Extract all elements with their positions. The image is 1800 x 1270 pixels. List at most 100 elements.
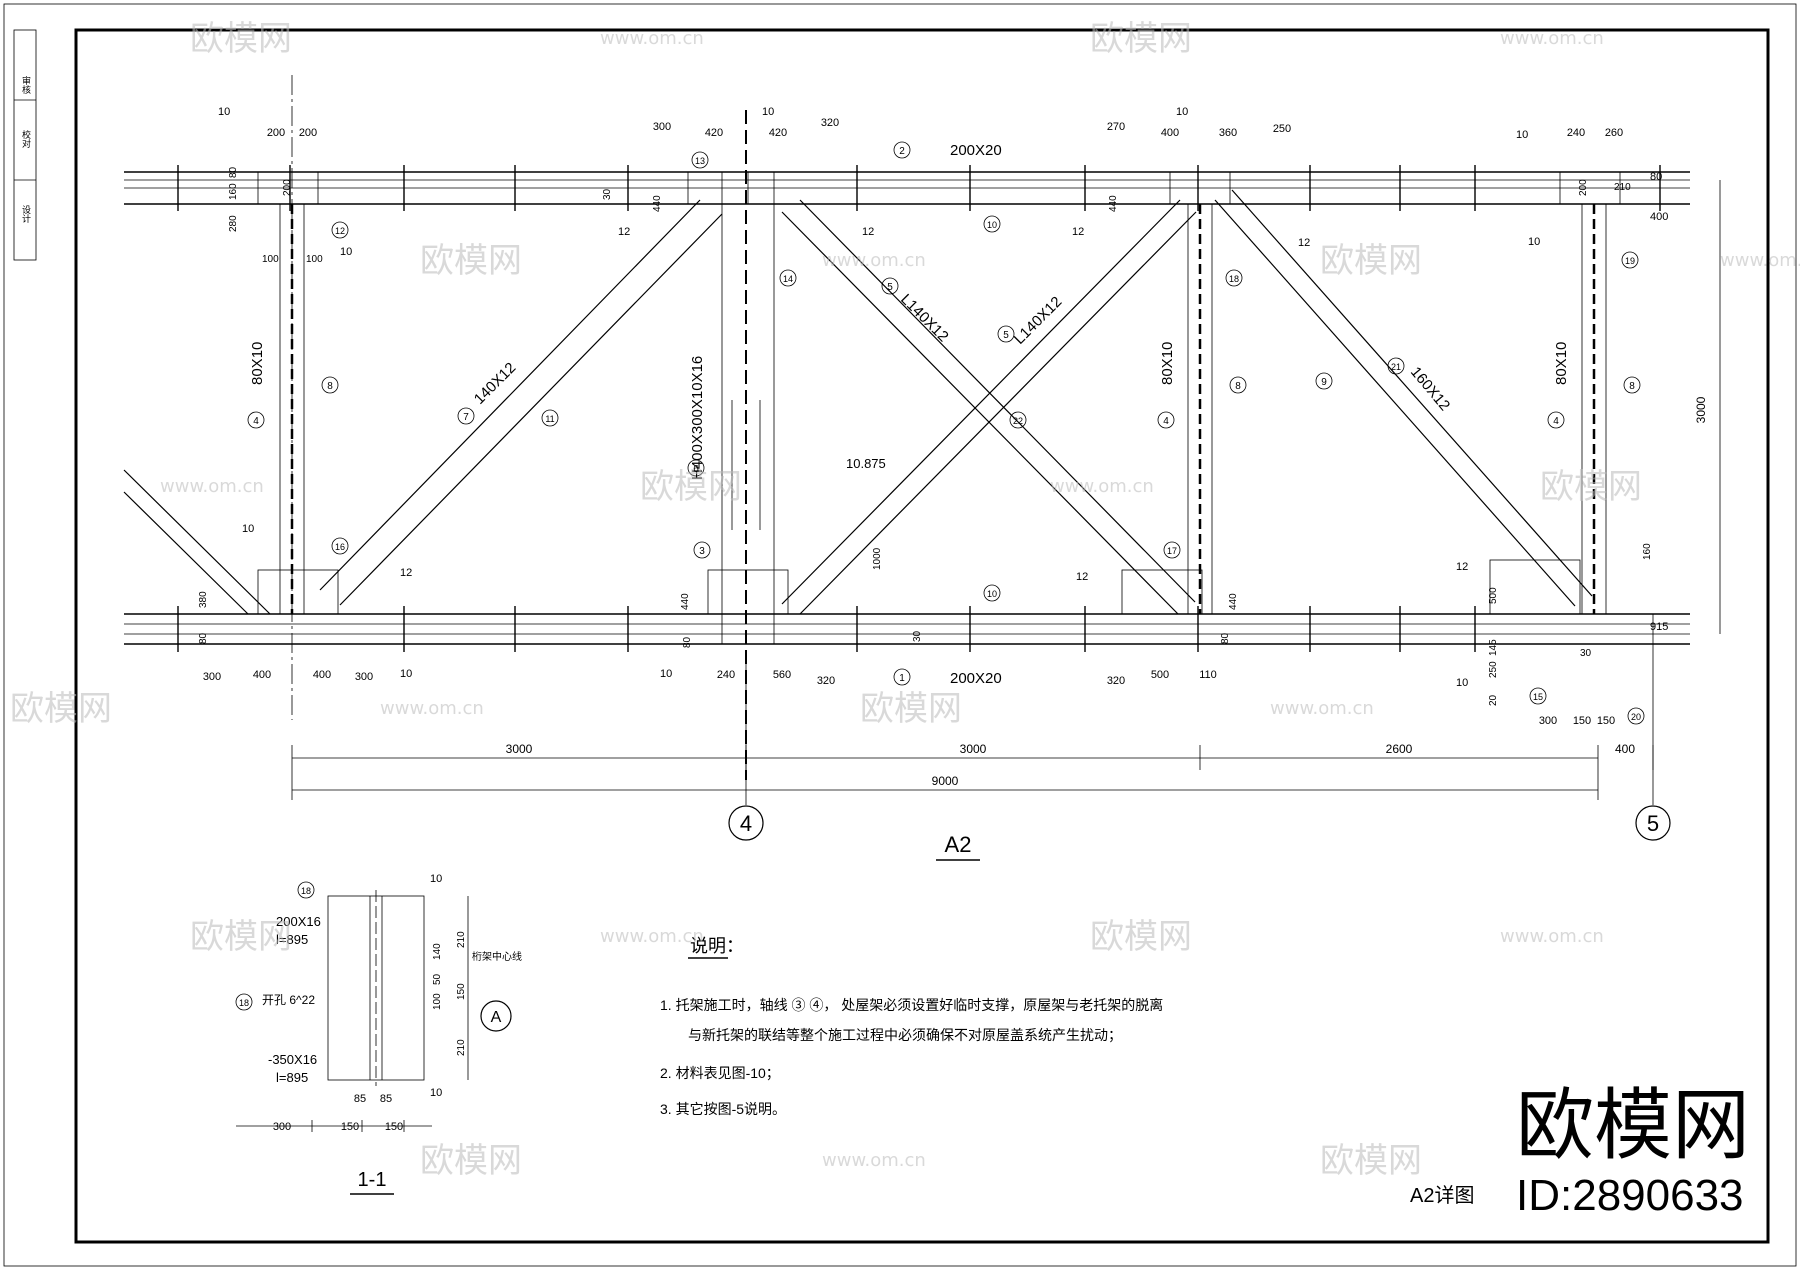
dim-bottom-right-1: 500 xyxy=(1151,669,1169,681)
section-dim-h5: 150 xyxy=(385,1121,403,1133)
svg-text:11: 11 xyxy=(545,414,554,424)
weld-4: 10 xyxy=(1516,129,1528,141)
section-dim-v6: 210 xyxy=(456,1039,467,1056)
title-block-cell-2: 校对 xyxy=(21,129,31,148)
member-bottom-chord: 200X20 xyxy=(950,670,1002,687)
dim-misc-8: 200 xyxy=(282,179,293,196)
dim-misc-25: 30 xyxy=(1580,648,1592,659)
section-plate1: 200X16 xyxy=(276,914,321,929)
balloon-17: 17 xyxy=(1163,541,1181,559)
svg-text:21: 21 xyxy=(1391,362,1401,372)
balloon-5a: 5 xyxy=(881,277,899,295)
diagonal-x-1 xyxy=(781,199,1196,615)
part-balloons: 1 2 3 4 4 4 5 5 6 7 8 8 8 9 10 10 11 12 … xyxy=(247,141,1645,725)
diagonal-right xyxy=(1214,189,1593,607)
svg-text:9: 9 xyxy=(1321,377,1327,388)
svg-text:1: 1 xyxy=(899,673,905,684)
watermark-site-5: www.om.cn xyxy=(160,476,264,497)
weld-1: 10 xyxy=(218,106,230,118)
dim-misc-17: 30 xyxy=(602,188,613,200)
svg-text:8: 8 xyxy=(1629,381,1635,392)
dim-total: 9000 xyxy=(932,774,959,788)
diagonal-far-left xyxy=(123,469,271,615)
weld-14: 12 xyxy=(400,567,412,579)
dim-misc-5: 280 xyxy=(228,215,239,232)
weld-symbols: 10 10 10 10 10 10 10 10 10 12 12 12 12 1… xyxy=(218,106,1540,689)
notes-heading: 说明： xyxy=(690,936,744,956)
weld-15: 12 xyxy=(1076,571,1088,583)
dim-top-left-1: 200 xyxy=(267,127,285,139)
weld-17: 10 xyxy=(1456,677,1468,689)
svg-text:A: A xyxy=(491,1009,502,1026)
dim-bottom-left-2: 400 xyxy=(313,669,331,681)
balloon-8c: 8 xyxy=(1623,376,1641,394)
note-1: 1. 托架施工时，轴线 ③ ④， 处屋架必须设置好临时支撑，原屋架与老托架的脱离 xyxy=(660,997,1163,1013)
section-plate2: -350X16 xyxy=(268,1052,317,1067)
dim-bottom-right-2: 110 xyxy=(1199,669,1217,681)
balloon-12: 12 xyxy=(331,221,349,239)
balloon-22: 22 xyxy=(1009,411,1027,429)
balloon-10b: 10 xyxy=(983,584,1001,602)
svg-text:18: 18 xyxy=(1229,274,1239,284)
dim-misc-22: 250 xyxy=(1488,661,1499,678)
balloon-18: 18 xyxy=(1225,269,1243,287)
svg-text:16: 16 xyxy=(335,542,345,552)
dim-bottom-far-1: 300 xyxy=(1539,715,1557,727)
weld-13: 12 xyxy=(1298,237,1310,249)
watermark-site-1: www.om.cn xyxy=(600,28,704,49)
dim-top-far-1: 240 xyxy=(1567,127,1585,139)
dim-misc-24: 80 xyxy=(1220,632,1231,644)
section-center-label: 桁架中心线 xyxy=(472,950,522,963)
svg-text:6: 6 xyxy=(693,464,699,475)
watermark-brand-7: 欧模网 xyxy=(10,689,112,729)
balloon-4c: 4 xyxy=(1547,411,1565,429)
member-diag-right: 160X12 xyxy=(1407,364,1453,415)
svg-text:13: 13 xyxy=(695,156,705,166)
dim-right-2: 400 xyxy=(1650,211,1668,223)
svg-text:18: 18 xyxy=(301,886,311,896)
dim-top-right-4: 270 xyxy=(1107,121,1125,133)
balloon-13: 13 xyxy=(691,151,709,169)
dim-top-mid-4: 300 xyxy=(653,121,671,133)
diagonal-x-2 xyxy=(781,199,1197,615)
dim-misc-23: 20 xyxy=(1488,694,1499,706)
balloon-15: 15 xyxy=(1529,687,1547,705)
svg-text:4: 4 xyxy=(1553,416,1559,427)
watermark-brand-11: 欧模网 xyxy=(420,1141,522,1181)
dim-bottom-2: 3000 xyxy=(960,742,987,756)
vertical-member-mid xyxy=(1187,203,1213,615)
dim-bottom-mid-1: 240 xyxy=(717,669,735,681)
dim-top-mid-1: 420 xyxy=(705,127,723,139)
dim-elevation: 10.875 xyxy=(846,456,886,471)
member-column: H400X300X10X16 xyxy=(689,356,706,480)
dim-bottom-far-2: 150 xyxy=(1573,715,1591,727)
section-holes: 开孔 6^22 xyxy=(262,993,315,1007)
dim-misc-10: 100 xyxy=(306,254,323,265)
outer-frame xyxy=(3,3,1797,1267)
balloon-20: 20 xyxy=(1627,707,1645,725)
weld-12: 12 xyxy=(1072,226,1084,238)
bottom-chord xyxy=(124,613,1690,645)
axis-5-label: 5 xyxy=(1647,811,1659,836)
dim-bottom-3: 2600 xyxy=(1386,742,1413,756)
svg-text:7: 7 xyxy=(463,412,469,423)
axis-4-label: 4 xyxy=(740,811,752,836)
weld-5: 10 xyxy=(340,246,352,258)
svg-text:10: 10 xyxy=(987,589,997,599)
dim-top-far-2: 260 xyxy=(1605,127,1623,139)
dim-misc-9: 100 xyxy=(262,254,279,265)
dim-bottom-far-3: 150 xyxy=(1597,715,1615,727)
svg-text:4: 4 xyxy=(253,416,259,427)
footer-title: A2详图 xyxy=(1410,1184,1474,1207)
balloon-7: 7 xyxy=(457,407,475,425)
section-dim-v2: 140 xyxy=(432,943,443,960)
section-dim-v3: 50 xyxy=(432,973,443,985)
watermark-site-8: www.om.cn xyxy=(1270,698,1374,719)
dim-misc-21: 145 xyxy=(1488,639,1499,656)
section-plate2-len: l=895 xyxy=(276,1070,308,1085)
weld-16: 12 xyxy=(1456,561,1468,573)
dim-misc-18: 200 xyxy=(1578,179,1589,196)
dim-right-3: 915 xyxy=(1650,621,1668,633)
balloon-8a: 8 xyxy=(321,376,339,394)
svg-text:5: 5 xyxy=(887,282,893,293)
